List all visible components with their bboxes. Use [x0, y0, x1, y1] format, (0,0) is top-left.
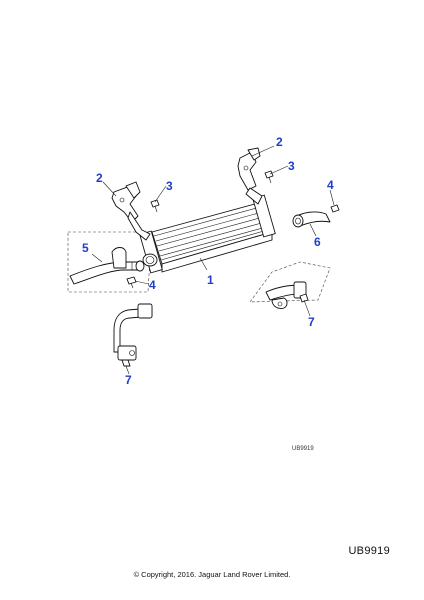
- bolt-left: [150, 199, 160, 213]
- pipe-left: [113, 303, 153, 367]
- figure-ref-small: UB9919: [292, 446, 314, 452]
- hose-right: [292, 211, 331, 228]
- bolt-right: [264, 170, 274, 184]
- callout-6: 6: [314, 235, 321, 249]
- group-outline-right: [249, 261, 331, 303]
- callout-4-left: 4: [149, 278, 156, 292]
- cooler-assembly: [139, 194, 276, 274]
- callout-1: 1: [207, 273, 214, 287]
- callout-3-right: 3: [288, 159, 295, 173]
- callout-2-right: 2: [276, 135, 283, 149]
- clip-left: [126, 276, 137, 289]
- callout-4-right: 4: [327, 178, 334, 192]
- bracket-left: [111, 181, 151, 241]
- clip-right: [330, 204, 340, 213]
- figure-ref-large: UB9919: [348, 545, 390, 557]
- group-outline-left: [67, 231, 151, 293]
- pipe-right: [265, 281, 309, 309]
- callout-2-left: 2: [96, 171, 103, 185]
- callout-3-left: 3: [166, 179, 173, 193]
- callout-5: 5: [82, 241, 89, 255]
- bracket-right: [237, 147, 263, 205]
- copyright-notice: © Copyright, 2016. Jaguar Land Rover Lim…: [133, 570, 291, 579]
- hose-left: [69, 247, 145, 285]
- callout-7-right: 7: [308, 315, 315, 329]
- callout-7-left: 7: [125, 373, 132, 387]
- leader-lines: [91, 145, 335, 375]
